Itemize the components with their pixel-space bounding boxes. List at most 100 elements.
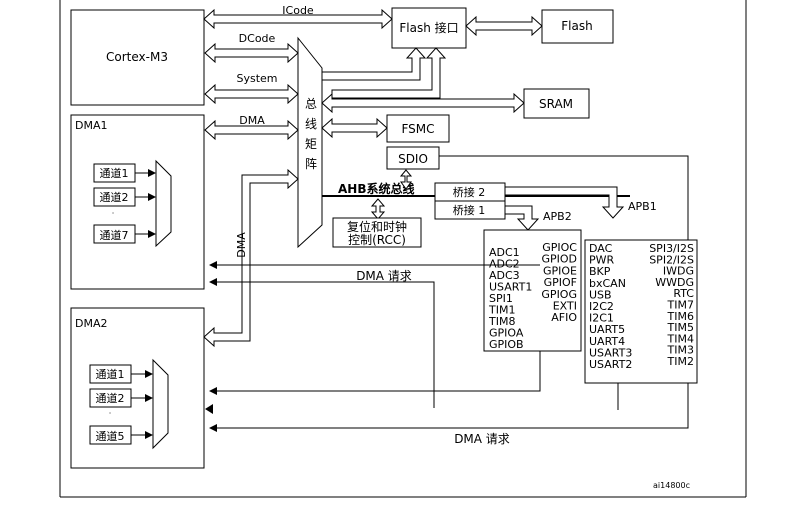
apb1-left-peripheral-item: bxCAN [589, 277, 626, 290]
flash-interface-label: Flash 接口 [399, 20, 458, 35]
apb1-left-peripheral-item: USB [589, 288, 612, 301]
apb1-bus-arrow [504, 186, 625, 219]
dma-request-label-1: DMA 请求 [356, 269, 412, 283]
matrix-to-flash-arrow-1 [321, 47, 427, 81]
dma2-channel-2-label: 通道2 [96, 391, 125, 405]
dma1-arbiter [155, 159, 172, 248]
dma-request-line-mid [209, 278, 435, 408]
flash-interface-block [391, 7, 467, 49]
dma1-label: DMA1 [75, 119, 107, 132]
bus-matrix-label: 总 线 矩 阵 [305, 97, 317, 171]
apb1-left-peripheral-item: UART5 [589, 323, 625, 336]
dma1-channel-1-label: 通道1 [100, 166, 129, 180]
apb2-left-peripheral-item: GPIOB [489, 338, 524, 351]
fsmc-block [386, 114, 450, 143]
dma1-channel-7-label: 通道7 [100, 228, 129, 242]
apb2-label: APB2 [543, 210, 572, 223]
bridge-1-label: 桥接 1 [453, 204, 486, 217]
svg-text:矩: 矩 [305, 137, 317, 151]
dma-vertical-bus-arrow [203, 168, 299, 348]
dcode-bus-arrow [204, 42, 299, 64]
apb2-left-peripheral-item: TIM1 [488, 304, 515, 317]
bus-matrix-block [297, 36, 323, 249]
svg-text:线: 线 [305, 117, 317, 131]
fsmc-bus-arrow [321, 117, 388, 139]
apb1-left-list: DACPWRBKPbxCANUSBI2C2I2C1UART5UART4USART… [589, 242, 632, 371]
sdio-label: SDIO [398, 152, 428, 166]
apb2-peripherals-block [483, 229, 582, 352]
matrix-to-flash-arrow-2 [331, 47, 447, 99]
apb1-right-peripheral-item: SPI3/I2S [649, 242, 694, 255]
dma2-channel-5-label: 通道5 [96, 429, 125, 443]
system-label: System [236, 72, 277, 85]
sdio-ahb-arrow [399, 169, 413, 190]
apb2-right-peripheral-item: GPIOD [541, 253, 577, 266]
apb1-left-peripheral-item: I2C1 [589, 312, 614, 325]
sram-label: SRAM [539, 97, 573, 111]
apb1-right-peripheral-item: IWDG [663, 265, 694, 278]
dma2-channel-1-label: 通道1 [96, 367, 125, 381]
rcc-label-line2: 控制(RCC) [348, 233, 406, 247]
apb1-right-peripheral-item: TIM7 [667, 299, 694, 312]
svg-text:阵: 阵 [305, 157, 317, 171]
apb2-left-peripheral-item: TIM8 [488, 315, 515, 328]
rcc-ahb-arrow [370, 198, 386, 220]
apb1-right-peripheral-item: TIM6 [667, 310, 694, 323]
cortex-m3-label: Cortex-M3 [106, 50, 168, 64]
apb1-right-peripheral-item: SPI2/I2S [649, 253, 694, 266]
dma-bus-arrow [204, 119, 299, 141]
dma1-ellipsis: · [112, 209, 115, 218]
dma1-block [70, 114, 205, 290]
apb2-right-peripheral-item: GPIOG [541, 288, 577, 301]
apb1-left-peripheral-item: UART4 [589, 335, 625, 348]
dma2-arbiter [152, 358, 169, 450]
rcc-block [332, 217, 422, 248]
apb2-right-peripheral-item: EXTI [553, 300, 577, 313]
dma2-request-arrowhead [205, 404, 213, 414]
bridge-2-label: 桥接 2 [453, 186, 486, 199]
apb2-left-peripheral-item: GPIOA [489, 327, 524, 340]
apb2-right-peripheral-item: AFIO [551, 311, 577, 324]
dma-request-label-2: DMA 请求 [454, 432, 510, 446]
apb2-left-peripheral-item: ADC2 [489, 258, 520, 271]
apb1-left-peripheral-item: USART2 [589, 358, 632, 371]
rcc-label-line1: 复位和时钟 [347, 219, 407, 234]
flash-bus-arrow [465, 15, 543, 37]
apb2-right-peripheral-item: GPIOF [544, 276, 577, 289]
dma-bus-label: DMA [239, 114, 265, 127]
apb1-label: APB1 [628, 200, 657, 213]
cortex-m3-block [70, 9, 205, 106]
sram-block [523, 88, 590, 119]
apb2-right-peripheral-item: GPIOE [543, 264, 577, 277]
apb1-right-peripheral-item: TIM4 [667, 332, 694, 345]
dma2-ellipsis: · [109, 409, 112, 418]
dma-vertical-label: DMA [235, 232, 248, 258]
dma1-channel-2-label: 通道2 [100, 190, 129, 204]
apb1-left-peripheral-item: I2C2 [589, 300, 614, 313]
ahb-bus-label: AHB系统总线 [338, 181, 414, 196]
apb1-peripherals-block [584, 239, 698, 384]
apb2-left-peripheral-item: ADC3 [489, 269, 520, 282]
apb1-right-list: SPI3/I2SSPI2/I2SIWDGWWDGRTCTIM7TIM6TIM5T… [649, 242, 694, 368]
system-bus-arrow [204, 83, 299, 105]
apb2-left-peripheral-item: SPI1 [489, 292, 513, 305]
figure-id: ai14800c [653, 481, 690, 490]
flash-block [541, 9, 614, 44]
apb1-right-peripheral-item: WWDG [655, 276, 694, 289]
apb1-right-peripheral-item: TIM5 [667, 321, 694, 334]
dcode-label: DCode [239, 32, 276, 45]
apb1-left-peripheral-item: BKP [589, 265, 611, 278]
apb2-left-peripheral-item: ADC1 [489, 246, 520, 259]
apb1-left-peripheral-item: USART3 [589, 346, 632, 359]
apb1-left-peripheral-item: DAC [589, 242, 613, 255]
apb2-right-peripheral-item: GPIOC [542, 241, 577, 254]
flash-label: Flash [561, 19, 592, 33]
svg-text:总: 总 [305, 97, 317, 111]
apb1-left-peripheral-item: PWR [589, 254, 615, 267]
apb1-right-peripheral-item: TIM2 [667, 355, 694, 368]
apb1-right-peripheral-item: RTC [673, 287, 694, 300]
apb1-right-peripheral-item: TIM3 [667, 344, 694, 357]
